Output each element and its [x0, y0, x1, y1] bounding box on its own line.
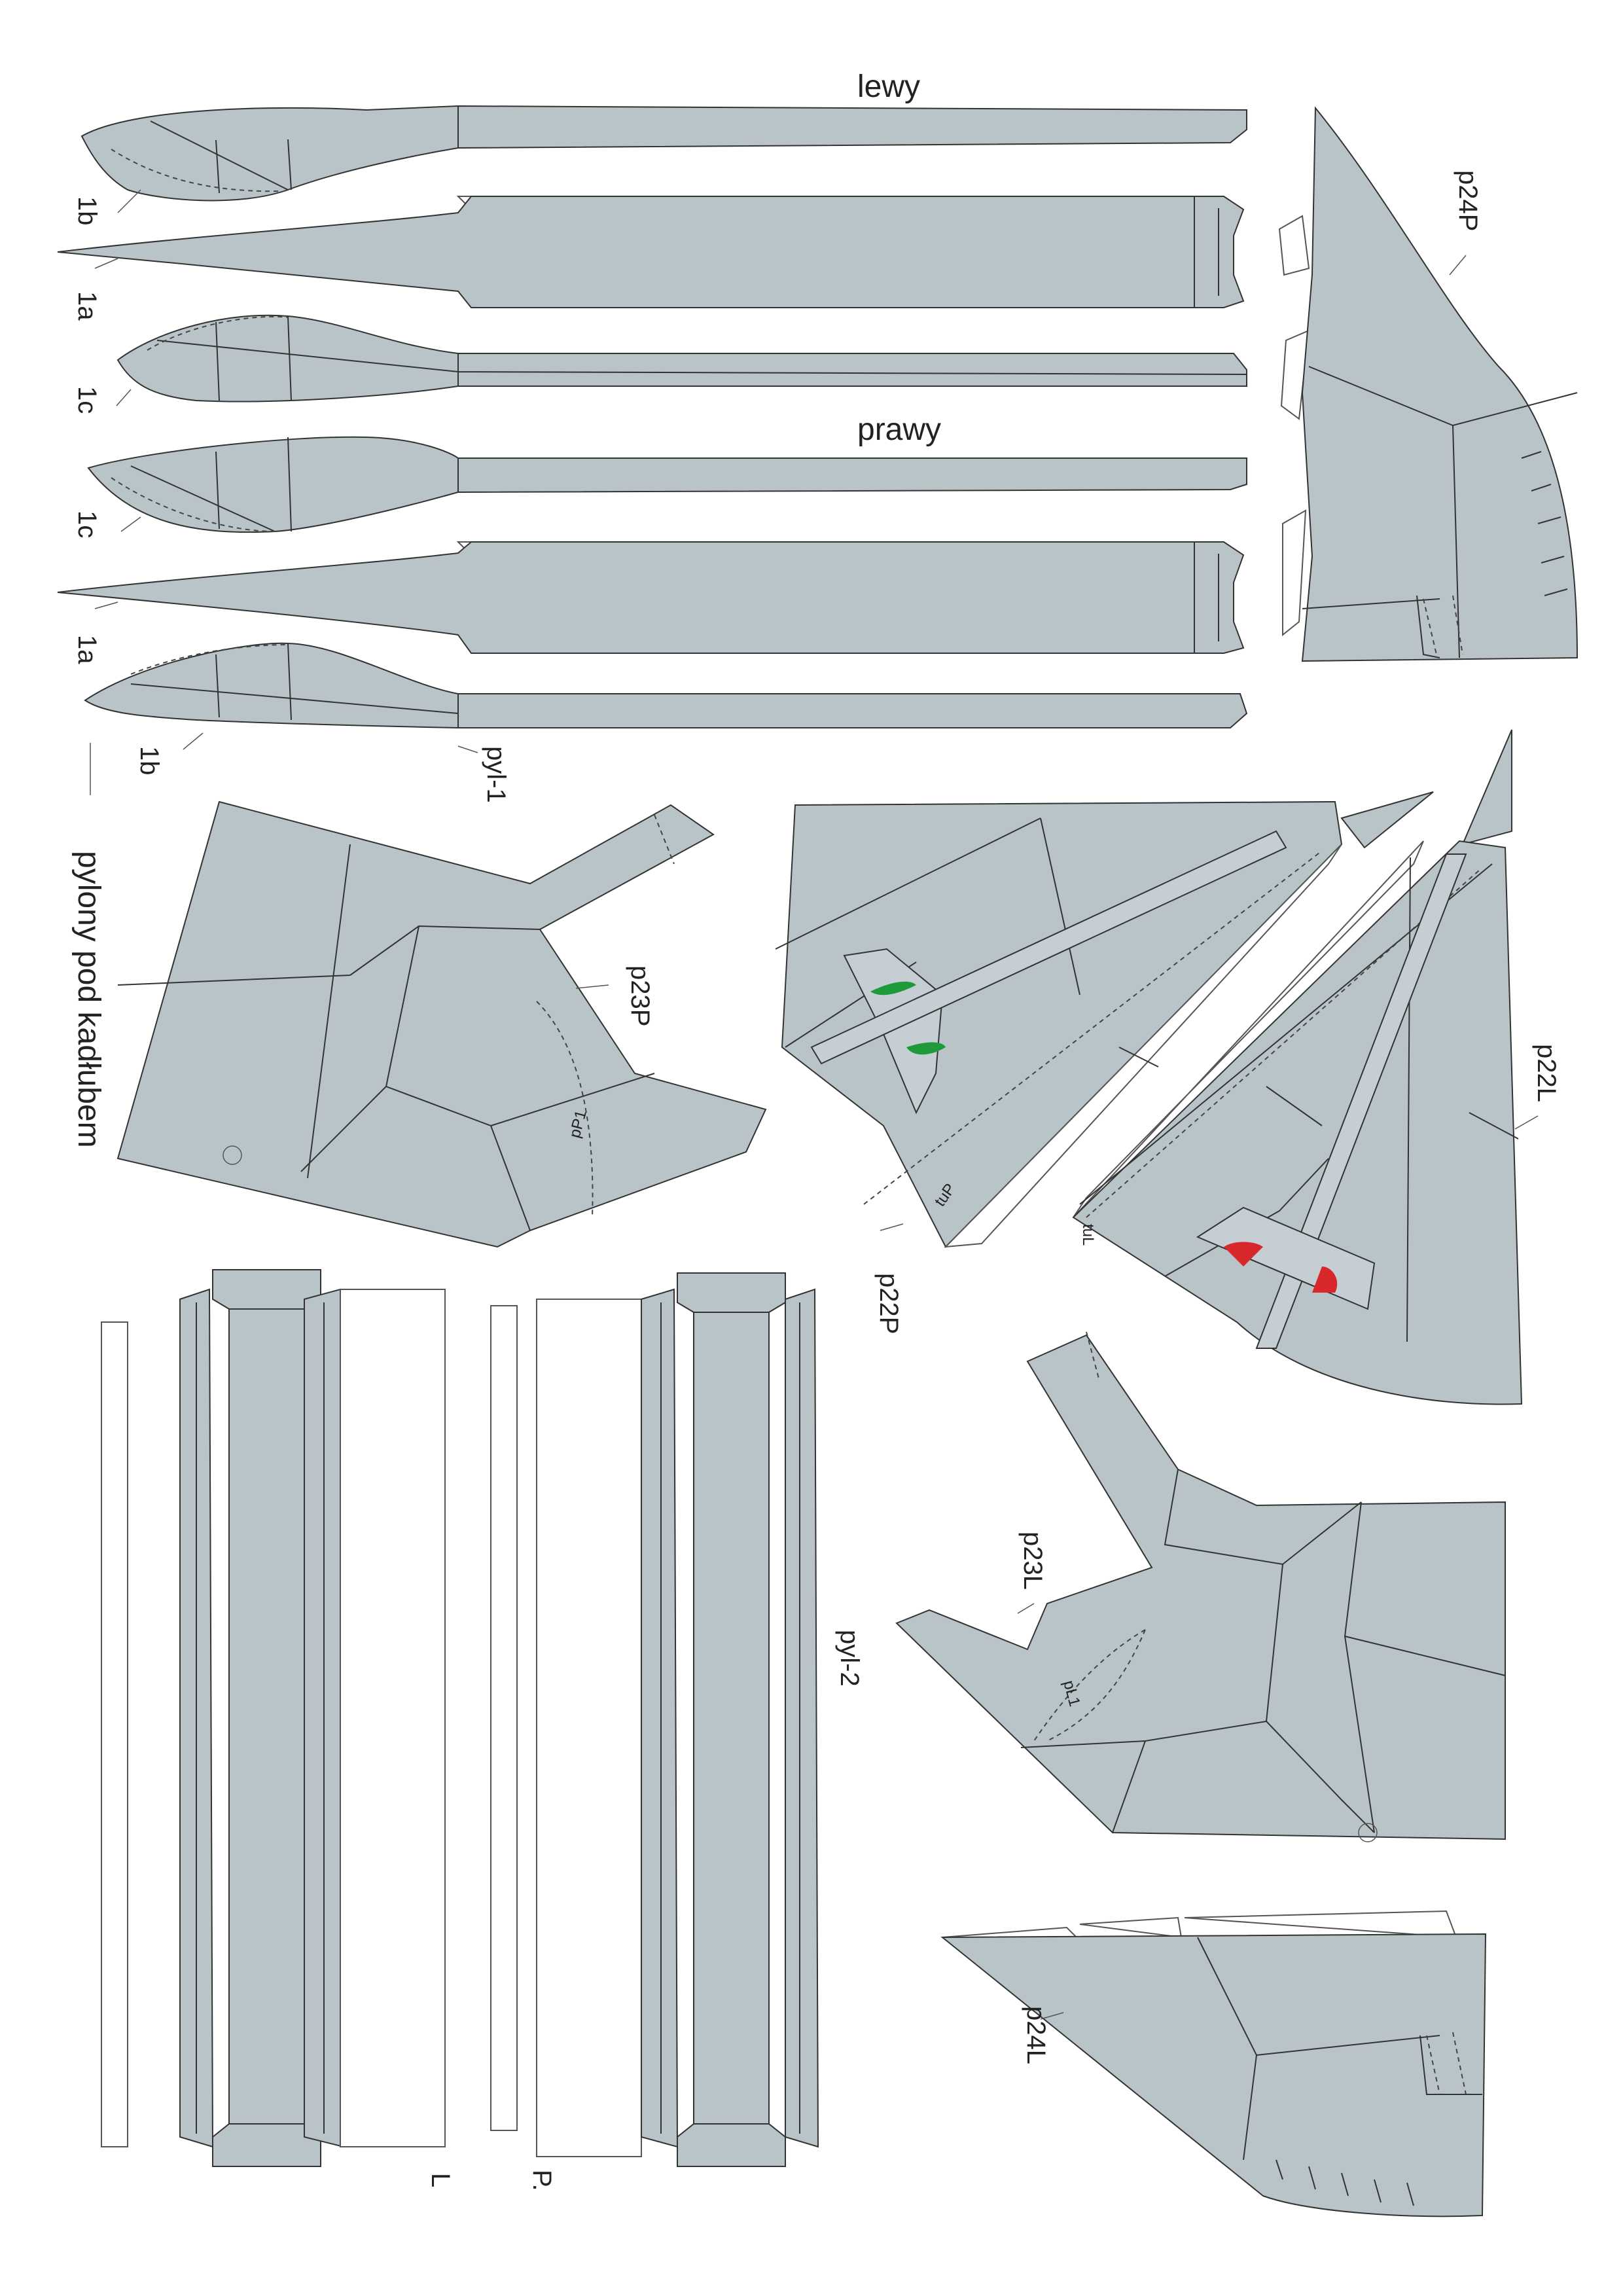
- label-1c-mid: 1c: [73, 511, 101, 538]
- marker-green-lower: [906, 1042, 946, 1055]
- heading-pylony: pylony pod kadłubem: [71, 851, 106, 1148]
- part-p24L[interactable]: [940, 1910, 1487, 2217]
- part-1b-right[interactable]: [84, 642, 1248, 728]
- part-p23L[interactable]: [895, 1331, 1506, 1842]
- label-pyl2: pyl-2: [835, 1630, 864, 1687]
- label-1c-top: 1c: [73, 386, 101, 414]
- label-P: P.: [527, 2170, 556, 2191]
- part-p24P[interactable]: [1278, 106, 1578, 662]
- label-p23L: p23L: [1018, 1532, 1047, 1590]
- part-tip-b[interactable]: [1461, 729, 1512, 846]
- part-1a-left[interactable]: [57, 196, 1245, 308]
- part-p22L[interactable]: [1072, 840, 1523, 1405]
- label-1b-mid: 1b: [135, 746, 164, 776]
- label-L: L: [426, 2173, 455, 2187]
- part-1b-left[interactable]: [80, 105, 1247, 202]
- part-p23P[interactable]: [116, 800, 767, 1248]
- label-p24L: p24L: [1022, 2006, 1050, 2064]
- part-pyl2-L[interactable]: [101, 1269, 446, 2167]
- marker-green-upper: [870, 981, 916, 996]
- part-tip-a[interactable]: [1340, 791, 1434, 849]
- part-1c-right[interactable]: [87, 436, 1247, 533]
- label-1b-top: 1b: [73, 196, 101, 226]
- label-pyl1: pyl-1: [482, 746, 510, 803]
- part-1a-right[interactable]: [57, 541, 1245, 654]
- label-p22P: p22P: [874, 1273, 903, 1334]
- marker-red-right: [1312, 1266, 1338, 1293]
- marker-red-left: [1224, 1242, 1263, 1266]
- label-1a-top: 1a: [73, 291, 101, 321]
- part-pyl2-P[interactable]: [490, 1272, 819, 2167]
- heading-prawy: prawy: [857, 412, 941, 447]
- part-p22P[interactable]: [775, 800, 1343, 1248]
- label-p23P: p23P: [626, 965, 654, 1026]
- part-1c-left[interactable]: [116, 314, 1247, 403]
- label-1a-mid: 1a: [73, 635, 101, 664]
- label-tuL: tuL: [1079, 1224, 1097, 1246]
- label-p22L: p22L: [1532, 1044, 1561, 1102]
- heading-lewy: lewy: [857, 69, 920, 104]
- label-p24P: p24P: [1454, 170, 1482, 231]
